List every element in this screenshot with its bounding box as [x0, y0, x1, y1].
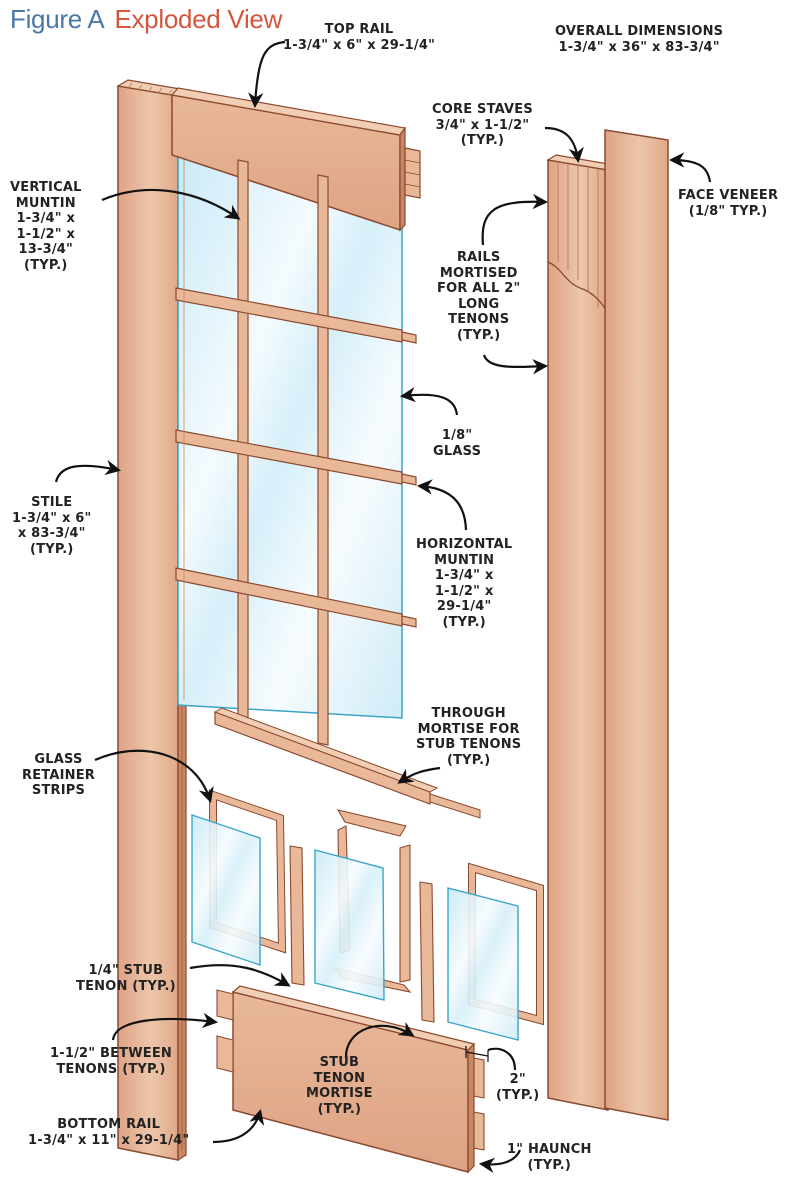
figure-title: Figure A Exploded View — [10, 4, 282, 35]
top-rail-tenon — [404, 147, 421, 199]
label-stub-tenon: 1/4" STUB TENON (TYP.) — [76, 963, 176, 994]
arrow-core-staves — [544, 126, 584, 164]
face-veneer — [604, 129, 669, 1121]
label-horizontal-muntin: HORIZONTAL MUNTIN 1-3/4" x 1-1/2" x 29-1… — [416, 537, 513, 630]
label-rails-mortised: RAILS MORTISED FOR ALL 2" LONG TENONS (T… — [437, 250, 521, 343]
label-glass-retainer-strips: GLASS RETAINER STRIPS — [22, 752, 96, 798]
arrow-top-rail — [248, 40, 286, 109]
arrow-stile — [54, 459, 122, 483]
arrow-through-mortise — [397, 766, 441, 784]
arrow-glass — [399, 387, 459, 416]
glass-piece-right — [447, 887, 519, 1041]
arrow-stub-tenon — [189, 964, 291, 987]
label-bottom-rail: BOTTOM RAIL 1-3/4" x 11" x 29-1/4" — [28, 1117, 190, 1148]
label-core-staves: CORE STAVES 3/4" x 1-1/2" (TYP.) — [432, 102, 533, 148]
label-glass: 1/8" GLASS — [433, 428, 482, 459]
label-stub-tenon-mortise: STUB TENON MORTISE (TYP.) — [306, 1055, 373, 1117]
label-through-mortise: THROUGH MORTISE FOR STUB TENONS (TYP.) — [416, 706, 522, 768]
bottom-rail-right-tenons — [473, 1057, 485, 1151]
arrow-horizontal-muntin — [416, 479, 468, 531]
glass-pane — [177, 149, 403, 719]
arrow-between-tenons — [111, 1012, 219, 1041]
dimension-2-inch — [465, 1046, 489, 1062]
arrow-glass-retainer — [94, 749, 214, 803]
top-rail — [170, 87, 421, 232]
arrow-bottom-rail — [212, 1109, 265, 1144]
glass-piece-left — [191, 814, 261, 966]
label-top-rail: TOP RAIL 1-3/4" x 6" x 29-1/4" — [283, 22, 436, 53]
glass-piece-middle — [314, 849, 385, 1001]
horizontal-muntins — [175, 287, 417, 628]
lower-muntin-bar — [213, 707, 481, 819]
label-vertical-muntin: VERTICAL MUNTIN 1-3/4" x 1-1/2" x 13-3/4… — [10, 180, 82, 273]
arrow-rails-mortised-top — [481, 193, 549, 246]
bottom-rail-left-tenons — [216, 989, 234, 1073]
arrow-face-veneer — [668, 152, 712, 183]
core-staves — [546, 154, 616, 1112]
stile — [116, 79, 188, 1162]
figure-number: Figure A — [10, 4, 105, 34]
leader-arrows — [54, 40, 712, 1174]
label-haunch: 1" HAUNCH (TYP.) — [507, 1142, 592, 1173]
arrow-vertical-muntin — [101, 189, 241, 220]
arrow-two-inch — [487, 1047, 517, 1071]
label-between-tenons: 1-1/2" BETWEEN TENONS (TYP.) — [50, 1046, 173, 1077]
label-two-inch: 2" (TYP.) — [496, 1072, 540, 1103]
label-face-veneer: FACE VENEER (1/8" TYP.) — [678, 188, 779, 219]
label-overall-dimensions: OVERALL DIMENSIONS 1-3/4" x 36" x 83-3/4… — [555, 24, 724, 55]
arrow-stub-tenon-mortise — [344, 1021, 415, 1059]
arrow-haunch — [478, 1149, 522, 1174]
label-stile: STILE 1-3/4" x 6" x 83-3/4" (TYP.) — [12, 495, 92, 557]
figure-name: Exploded View — [114, 4, 283, 34]
arrow-rails-mortised-bottom — [482, 354, 549, 375]
